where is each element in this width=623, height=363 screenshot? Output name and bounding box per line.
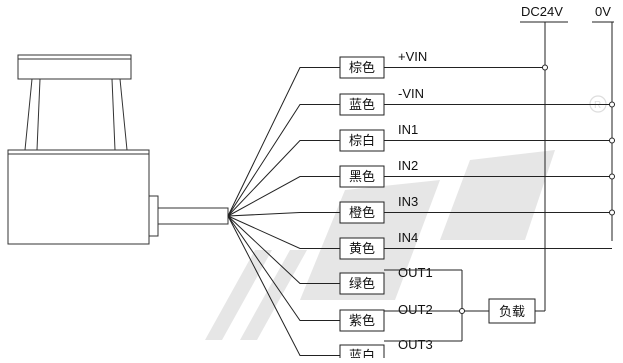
wire-color-label: 棕色 xyxy=(349,60,375,75)
wire-fan-line xyxy=(227,212,340,217)
sensor-device xyxy=(7,54,229,245)
load-box xyxy=(488,298,536,324)
load-label: 负载 xyxy=(499,304,525,319)
wire-color-label: 蓝色 xyxy=(349,97,375,112)
sensor-window-line xyxy=(111,78,116,151)
wire-signal-label: OUT3 xyxy=(398,337,433,352)
output-bus xyxy=(384,269,546,342)
svg-text:R: R xyxy=(594,100,601,111)
wire-signal-label: +VIN xyxy=(398,49,427,64)
wire-fan-line xyxy=(227,104,340,217)
wire-fan-line xyxy=(227,215,340,249)
wire-signal-label: -VIN xyxy=(398,86,424,101)
wire-fan-line xyxy=(227,215,340,356)
ground-label: 0V xyxy=(595,4,611,19)
wire-signal-label: IN4 xyxy=(398,230,418,245)
sensor-body xyxy=(7,149,150,245)
wire-junction xyxy=(609,209,615,216)
wire-signal-label: IN3 xyxy=(398,194,418,209)
sensor-window-line xyxy=(36,78,41,151)
wire-fan-line xyxy=(227,176,340,217)
wire-color-label: 紫色 xyxy=(349,313,375,328)
wire-fan-line xyxy=(227,140,340,217)
wire-signal-label: IN2 xyxy=(398,158,418,173)
wire-junction xyxy=(609,101,615,108)
supply-label: DC24V xyxy=(521,4,563,19)
wire-color-label: 黑色 xyxy=(349,169,375,184)
wire-junction xyxy=(542,64,548,71)
wire-fan-line xyxy=(227,215,340,284)
wire-signal-label: OUT1 xyxy=(398,265,433,280)
wire-group: 棕色 +VIN 蓝色 -VIN 棕白 IN1 黑色 IN2 橙色 IN3 黄色 IN4 绿色 OUT1 紫色… xyxy=(227,49,615,363)
wire-color-box xyxy=(339,272,385,295)
wire-color-label: 蓝白 xyxy=(349,348,375,358)
wire-color-label: 棕白 xyxy=(349,133,375,148)
cable xyxy=(157,207,229,225)
wire-junction xyxy=(609,173,615,180)
wire-color-label: 橙色 xyxy=(349,205,375,220)
wire-fan-line xyxy=(227,215,340,321)
wire-junction xyxy=(609,137,615,144)
cable-gland xyxy=(148,195,159,237)
wire-signal-label: OUT2 xyxy=(398,302,433,317)
wire-signal-label: IN1 xyxy=(398,122,418,137)
sensor-window xyxy=(24,78,128,151)
wire-color-box xyxy=(339,309,385,332)
wire-color-label: 黄色 xyxy=(349,241,375,256)
output-junction xyxy=(459,308,465,314)
wire-color-label: 绿色 xyxy=(349,276,375,291)
wire-fan-line xyxy=(227,67,340,217)
